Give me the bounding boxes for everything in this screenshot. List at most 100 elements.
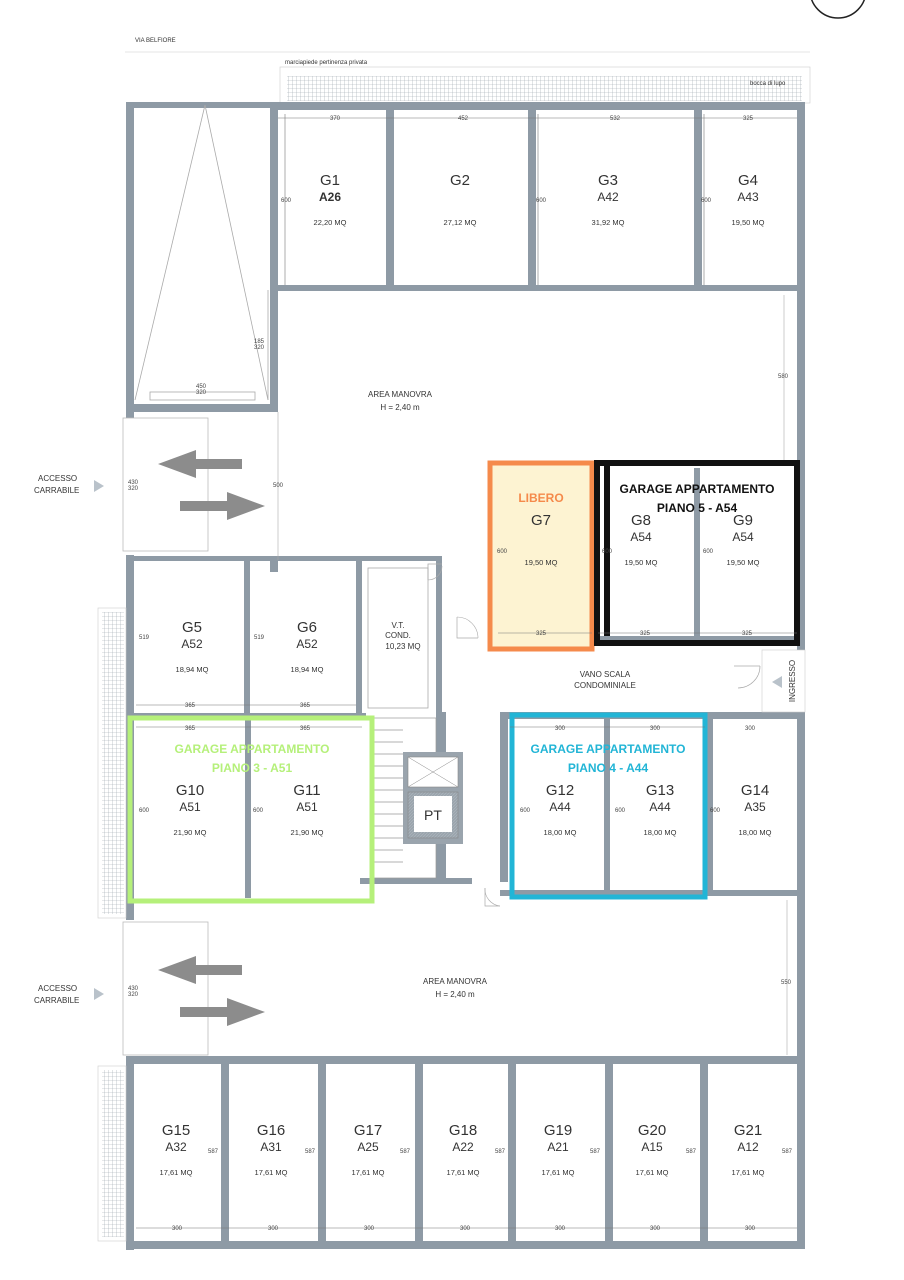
garage-apartment: A51 bbox=[179, 800, 201, 814]
vt-line2: COND. bbox=[385, 631, 411, 640]
area-manovra-top-height: H = 2,40 m bbox=[380, 403, 420, 412]
dim-g20-depth: 587 bbox=[686, 1149, 697, 1155]
garage-apartment: A54 bbox=[732, 530, 754, 544]
arrow-left-icon bbox=[158, 956, 242, 984]
garage-area: 18,94 MQ bbox=[176, 665, 209, 674]
callout-piano3-line1: GARAGE APPARTAMENTO bbox=[175, 742, 330, 756]
entry-triangle-icon bbox=[772, 676, 782, 688]
dim-g1-width: 370 bbox=[330, 116, 341, 122]
ramp-dim-label: 450 bbox=[196, 384, 207, 390]
garage-id: G21 bbox=[734, 1122, 762, 1139]
garage-id: G5 bbox=[182, 619, 202, 636]
garage-area: 17,61 MQ bbox=[352, 1168, 385, 1177]
entrance-bottom-dim: 430 bbox=[128, 986, 139, 992]
dim-g10-depth: 600 bbox=[139, 808, 150, 814]
callout-libero-box bbox=[487, 460, 595, 652]
garage-area: 18,00 MQ bbox=[544, 828, 577, 837]
garage-area: 17,61 MQ bbox=[255, 1168, 288, 1177]
left-grating-lower bbox=[102, 1070, 124, 1237]
garage-id: G16 bbox=[257, 1122, 285, 1139]
garage-area: 19,50 MQ bbox=[727, 558, 760, 567]
garage-id: G11 bbox=[293, 782, 320, 799]
garage-area: 17,61 MQ bbox=[732, 1168, 765, 1177]
callout-libero-label: LIBERO bbox=[518, 491, 563, 505]
garage-area: 17,61 MQ bbox=[160, 1168, 193, 1177]
callout-piano3-line2: PIANO 3 - A51 bbox=[212, 761, 293, 775]
garage-id: G15 bbox=[162, 1122, 190, 1139]
walls bbox=[126, 102, 805, 1250]
area-manovra-bottom-height: H = 2,40 m bbox=[435, 990, 475, 999]
vt-area: 10,23 MQ bbox=[385, 642, 420, 651]
dim-g12-width: 300 bbox=[555, 726, 566, 732]
garage-area: 21,90 MQ bbox=[291, 828, 324, 837]
dim-g3-width: 532 bbox=[610, 116, 621, 122]
dim-g5-depth: 519 bbox=[139, 635, 150, 641]
garage-id: G9 bbox=[733, 512, 753, 529]
garage-id: G1 bbox=[320, 172, 340, 189]
dim-g10-width: 365 bbox=[185, 726, 196, 732]
garage-id: G14 bbox=[741, 782, 769, 799]
garage-area: 19,50 MQ bbox=[625, 558, 658, 567]
light-well-label: bocca di lupo bbox=[750, 81, 786, 87]
traffic-arrows bbox=[158, 450, 265, 1026]
dim-g21-width: 300 bbox=[745, 1226, 756, 1232]
area-manovra-top-title: AREA MANOVRA bbox=[368, 390, 433, 399]
garage-id: G8 bbox=[631, 512, 651, 529]
ramp-500-dim: 500 bbox=[273, 483, 284, 489]
garage-apartment: A31 bbox=[260, 1140, 282, 1154]
dim-g17-width: 300 bbox=[364, 1226, 375, 1232]
dim-g9-width: 325 bbox=[742, 631, 753, 637]
dim-g15-width: 300 bbox=[172, 1226, 183, 1232]
garage-id: G6 bbox=[297, 619, 317, 636]
dim-g1-depth: 600 bbox=[281, 198, 292, 204]
dim-g7-depth: 600 bbox=[497, 549, 508, 555]
callout-piano3-box bbox=[127, 715, 375, 904]
dim-g17-depth: 587 bbox=[400, 1149, 411, 1155]
garage-area: 19,50 MQ bbox=[732, 218, 765, 227]
dim-g11-width: 365 bbox=[300, 726, 311, 732]
sidewalk-label: marciapiede pertinenza privata bbox=[285, 60, 368, 66]
garage-area: 19,50 MQ bbox=[525, 558, 558, 567]
dim-g18-depth: 587 bbox=[495, 1149, 506, 1155]
accesso-bottom-line1: ACCESSO bbox=[38, 984, 77, 993]
dim-g19-width: 300 bbox=[555, 1226, 566, 1232]
dim-g15-depth: 587 bbox=[208, 1149, 219, 1155]
dimension-lines bbox=[136, 114, 797, 1229]
g1-small-dim: 185 bbox=[254, 339, 265, 345]
vano-scala-line1: VANO SCALA bbox=[580, 670, 631, 679]
dim-g7-width: 325 bbox=[536, 631, 547, 637]
light-well-grating bbox=[287, 76, 802, 101]
garage-id: G13 bbox=[646, 782, 674, 799]
garage-area: 17,61 MQ bbox=[542, 1168, 575, 1177]
g1-small-dim-2: 320 bbox=[254, 345, 265, 351]
dimension-labels: 370 452 532 325 600 600 600 600 600 600 … bbox=[139, 116, 793, 1232]
accesso-top-line1: ACCESSO bbox=[38, 474, 77, 483]
garage-area: 21,90 MQ bbox=[174, 828, 207, 837]
garage-apartment: A44 bbox=[549, 800, 571, 814]
callout-piano4-line1: GARAGE APPARTAMENTO bbox=[531, 742, 686, 756]
garage-area: 18,00 MQ bbox=[739, 828, 772, 837]
garage-id: G2 bbox=[450, 172, 470, 189]
entrance-top-dim-2: 320 bbox=[128, 486, 139, 492]
callout-piano5-line2: PIANO 5 - A54 bbox=[657, 501, 738, 515]
garage-apartment: A42 bbox=[597, 190, 619, 204]
garage-area: 18,94 MQ bbox=[291, 665, 324, 674]
dim-g4-depth: 600 bbox=[701, 198, 712, 204]
garage-apartment: A44 bbox=[649, 800, 671, 814]
garage-id: G20 bbox=[638, 1122, 666, 1139]
callout-piano4-box bbox=[509, 712, 708, 900]
entry-triangle-icon bbox=[94, 988, 104, 1000]
garage-apartment: A35 bbox=[744, 800, 766, 814]
garage-apartment: A15 bbox=[641, 1140, 663, 1154]
dim-g16-depth: 587 bbox=[305, 1149, 316, 1155]
accesso-bottom-line2: CARRABILE bbox=[34, 996, 79, 1005]
dim-g8-width: 325 bbox=[640, 631, 651, 637]
garage-id: G7 bbox=[531, 512, 551, 529]
garage-apartment: A21 bbox=[547, 1140, 569, 1154]
ingresso-label: INGRESSO bbox=[788, 660, 797, 702]
dim-g13-depth: 600 bbox=[615, 808, 626, 814]
dim-g6-width: 365 bbox=[300, 703, 311, 709]
garage-area: 31,92 MQ bbox=[592, 218, 625, 227]
vt-line1: V.T. bbox=[391, 621, 404, 630]
